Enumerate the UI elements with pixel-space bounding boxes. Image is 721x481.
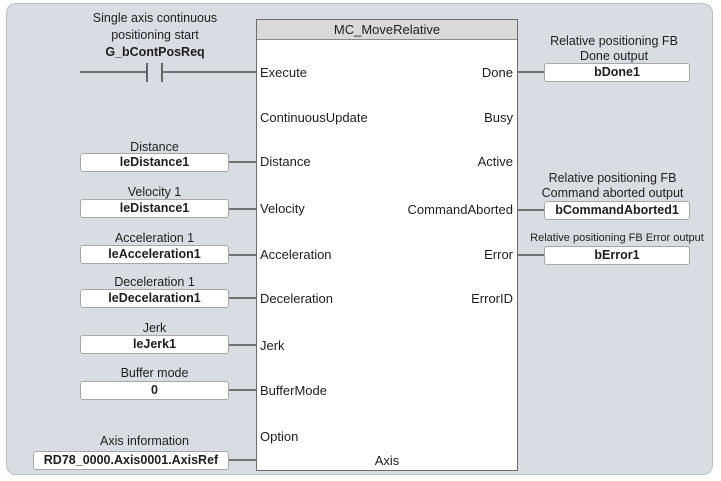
execute-caption-line1: Single axis continuous [92, 11, 218, 25]
pin-continuous-update: ContinuousUpdate [260, 110, 368, 125]
execute-variable: G_bContPosReq [105, 45, 205, 59]
pin-deceleration: Deceleration [260, 291, 333, 306]
pin-buffer-mode: BufferMode [260, 383, 327, 398]
function-block: MC_MoveRelative Execute ContinuousUpdate… [256, 19, 518, 471]
pin-axis: Axis [374, 453, 400, 468]
command-aborted-label-line1: Relative positioning FB [548, 171, 677, 185]
done-variable[interactable]: bDone1 [544, 63, 690, 82]
distance-variable[interactable]: leDistance1 [80, 153, 229, 172]
distance-label: Distance [130, 140, 179, 154]
jerk-variable[interactable]: leJerk1 [80, 335, 229, 354]
pin-velocity: Velocity [260, 201, 305, 216]
pin-execute: Execute [260, 65, 307, 80]
deceleration-label: Deceleration 1 [114, 275, 195, 289]
deceleration-variable[interactable]: leDecelaration1 [80, 289, 229, 308]
pin-error-id: ErrorID [471, 291, 513, 306]
jerk-label: Jerk [142, 321, 167, 335]
function-block-name: MC_MoveRelative [257, 20, 517, 40]
error-variable[interactable]: bError1 [544, 246, 690, 265]
done-label-line1: Relative positioning FB [550, 34, 678, 48]
pin-acceleration: Acceleration [260, 247, 332, 262]
axis-information-variable[interactable]: RD78_0000.Axis0001.AxisRef [33, 451, 229, 470]
acceleration-label: Acceleration 1 [114, 231, 195, 245]
pin-busy: Busy [484, 110, 513, 125]
pin-error: Error [484, 247, 513, 262]
error-label: Relative positioning FB Error output [530, 232, 704, 244]
command-aborted-label-line2: Command aborted output [541, 186, 684, 200]
axis-information-label: Axis information [100, 434, 189, 448]
velocity-variable[interactable]: leDistance1 [80, 199, 229, 218]
pin-option: Option [260, 429, 299, 444]
execute-caption-line2: positioning start [111, 28, 199, 42]
buffer-mode-label: Buffer mode [120, 366, 189, 380]
pin-jerk: Jerk [260, 338, 285, 353]
pin-done: Done [481, 65, 513, 80]
buffer-mode-variable[interactable]: 0 [80, 381, 229, 400]
acceleration-variable[interactable]: leAcceleration1 [80, 245, 229, 264]
command-aborted-variable[interactable]: bCommandAborted1 [544, 201, 690, 220]
pin-active: Active [477, 154, 513, 169]
pin-distance: Distance [260, 154, 311, 169]
done-label-line2: Done output [579, 49, 649, 63]
pin-command-aborted: CommandAborted [407, 202, 514, 217]
velocity-label: Velocity 1 [127, 185, 182, 199]
